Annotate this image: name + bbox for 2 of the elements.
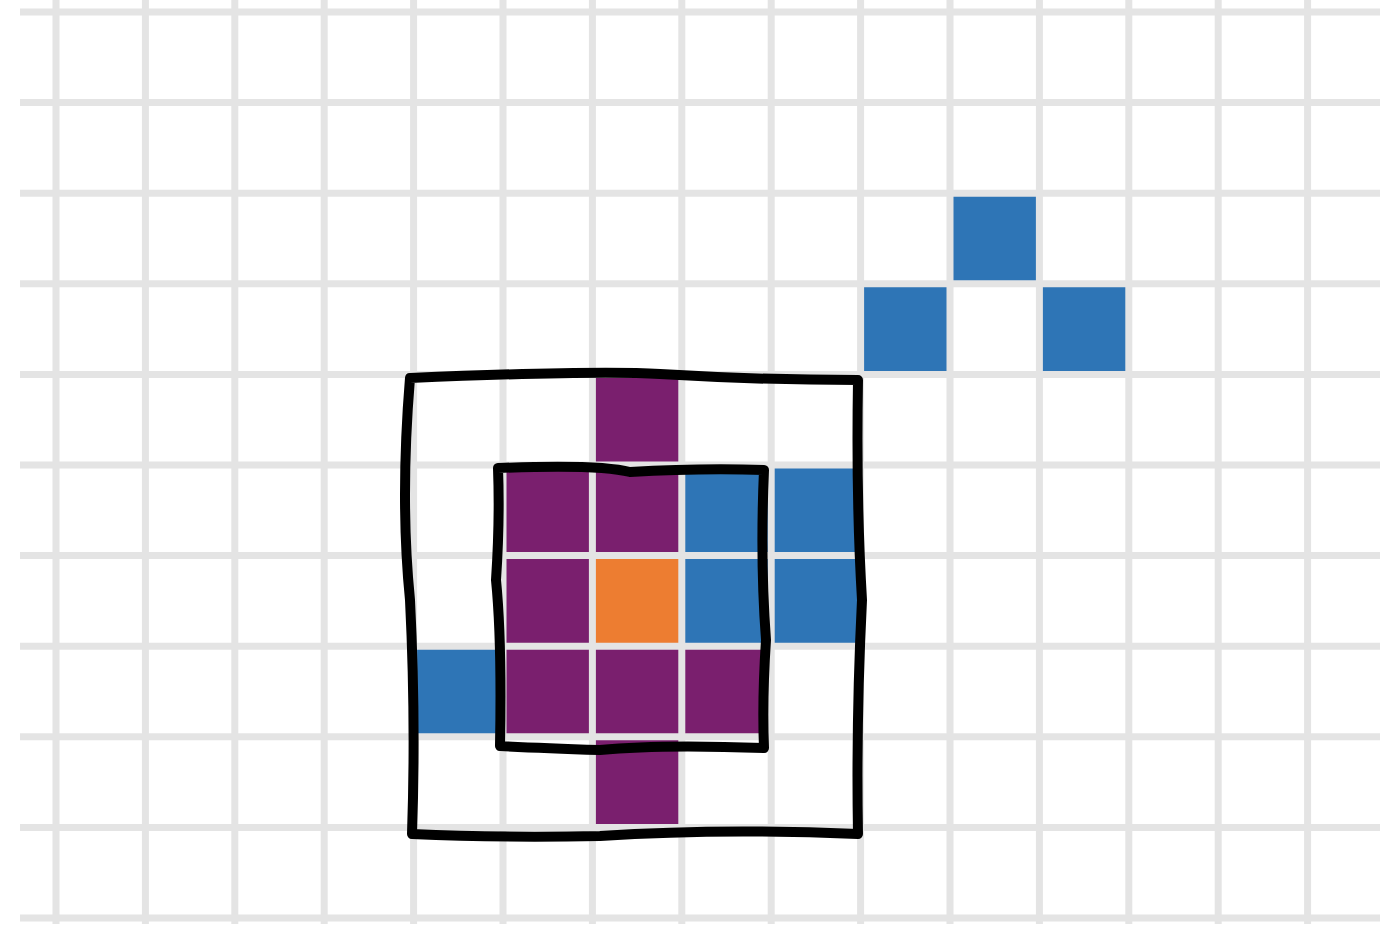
square-outline	[491, 461, 771, 755]
square-outline	[400, 367, 867, 842]
